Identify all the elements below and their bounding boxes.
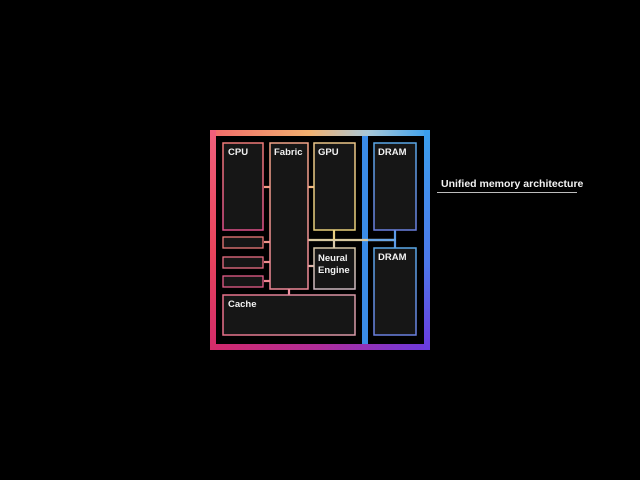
cache-label: Cache (228, 299, 257, 310)
callout-underline (437, 192, 577, 193)
neural-engine-block: Neural Engine (313, 247, 356, 290)
dram-bottom-label: DRAM (378, 252, 407, 263)
cpu-label: CPU (228, 147, 248, 158)
dram-bottom-block: DRAM (373, 247, 417, 336)
interconnect-lines (264, 185, 397, 295)
fabric-block: Fabric (269, 142, 309, 290)
neural-engine-label-line1: Neural (318, 253, 348, 264)
dram-top-label: DRAM (378, 147, 407, 158)
dram-top-block: DRAM (373, 142, 417, 231)
cpu-block: CPU (222, 142, 264, 231)
gpu-block: GPU (313, 142, 356, 231)
cache-block: Cache (222, 294, 356, 336)
io-blocks (222, 236, 264, 288)
neural-engine-label-line2: Engine (318, 265, 350, 276)
fabric-label: Fabric (274, 147, 303, 158)
gpu-label: GPU (318, 147, 339, 158)
unified-memory-callout: Unified memory architecture (441, 178, 584, 190)
